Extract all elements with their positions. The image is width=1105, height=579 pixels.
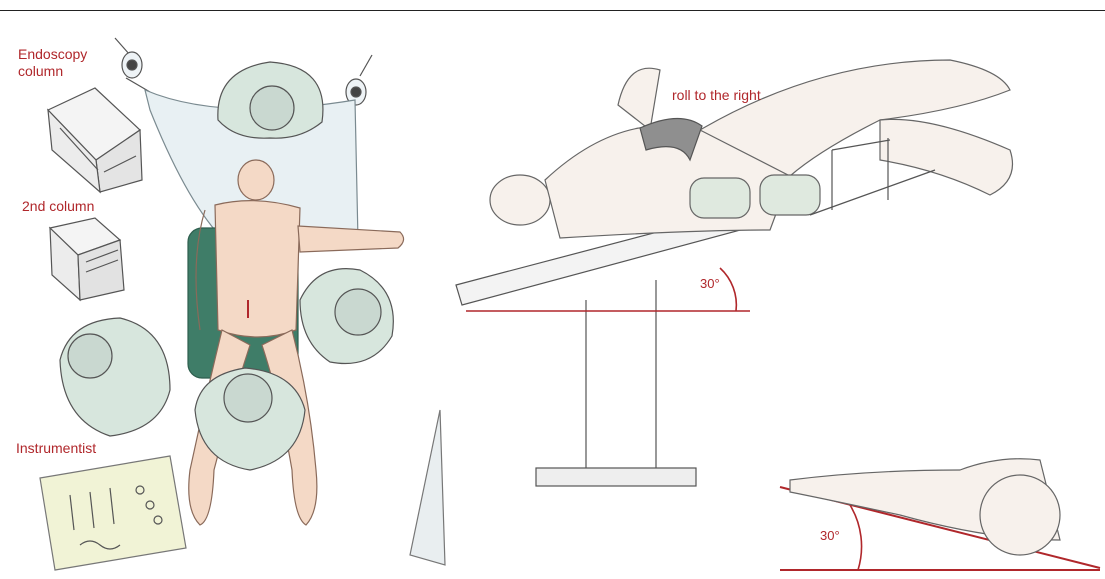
tilt-angle-scheme [780,459,1100,570]
assistant-surgeon-top-icon [218,62,323,138]
label-instrumentist: Instrumentist [16,440,96,457]
endoscopy-monitor-icon [48,88,142,192]
label-angle-top: 30° [700,276,720,291]
instrument-tray-icon [40,456,186,570]
drape-fragment [410,410,445,565]
label-endoscopy-column: Endoscopy column [18,46,87,80]
ceiling-lamp-left-icon [115,38,150,92]
assistant-surgeon-right-icon [300,269,393,364]
ceiling-lamp-right-icon [346,55,372,105]
label-angle-bottom: 30° [820,528,840,543]
label-roll-right: roll to the right [672,87,761,104]
label-second-column: 2nd column [22,198,94,215]
table-base [536,468,696,486]
camera-assistant-left-icon [60,318,170,436]
or-layout-top-view [40,38,445,570]
second-monitor-icon [50,218,124,300]
tilted-table-side-view [456,60,1013,486]
